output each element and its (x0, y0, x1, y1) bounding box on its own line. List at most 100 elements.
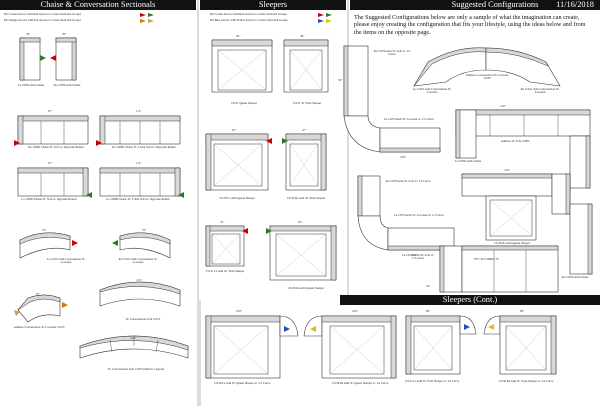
piece-sc2 (303, 315, 397, 379)
piece-c5 (17, 167, 92, 198)
dim-c10: 55" (36, 292, 41, 296)
label-c11: 3C Conversation Sofa 15105 (built in 2 p… (107, 367, 165, 371)
sl-blue-arrow-icon (318, 19, 324, 23)
config-g6 (455, 109, 591, 189)
dim-g-b: 120" (504, 168, 511, 172)
config-g11 (439, 203, 593, 293)
green-arrow-icon (112, 240, 118, 246)
label-g13: Rs-15050 Arm Chaise (561, 275, 589, 279)
label-g6: Armless 3C Sofa 15083 (500, 139, 530, 143)
dim-s2: 48" (300, 34, 305, 38)
label-c3: Rs-15090 Chaise 3C Sofa w/ Opposite Retu… (28, 145, 84, 149)
header-date: 11/16/2018 (556, 0, 594, 9)
header-suggested: Suggested Configurations 11/16/2018 (350, 0, 600, 10)
piece-c2 (50, 37, 77, 81)
dim-sc3: 80" (426, 309, 431, 313)
green-arrow-icon (86, 192, 92, 198)
red-arrow-icon (50, 55, 56, 61)
label-c10: Armless Conversation 3C Loveseat 15103 (13, 325, 65, 329)
dim-s6: 65" (298, 220, 303, 224)
green-arrow-icon (266, 228, 272, 234)
piece-s4 (282, 133, 327, 191)
red-arrow-icon (266, 138, 272, 144)
label-s3: 15176 Ls Arm Queen Sleeper (219, 196, 255, 200)
label-s2: 15121 3C Twin Sleeper (292, 101, 322, 105)
label-c5: Ls-15090 Chaise 3C Sofa w/ Opposite Retu… (21, 197, 77, 201)
config-g8 (357, 175, 455, 251)
dim-s4: 47" (302, 128, 307, 132)
piece-c6 (99, 167, 184, 198)
piece-c7 (19, 232, 78, 259)
piece-s6 (266, 225, 337, 281)
sl-red-arrow-icon (318, 13, 324, 17)
tan-arrow-icon (148, 19, 154, 23)
orange-arrow-icon (62, 302, 68, 308)
label-c4: Rs-15080 Chaise 3C 4 Seat Sofa w/ Opposi… (112, 145, 176, 149)
legend-orange: Pie Orange Arrows with Tan Arrows to Cre… (4, 18, 81, 22)
config-g1 (343, 45, 441, 153)
red-arrow-icon (140, 13, 146, 17)
piece-c4 (96, 115, 181, 146)
dim-c9: 115" (136, 278, 142, 282)
red-arrow-icon (14, 140, 20, 146)
label-s6: 15136 Rs Arm Queen Sleeper (288, 286, 324, 290)
piece-sc4 (483, 315, 557, 375)
piece-sc3 (405, 315, 477, 375)
header-suggested-title: Suggested Configurations (451, 0, 539, 9)
red-arrow-icon (96, 140, 102, 146)
label-sc3: 15141 Ls Arm 3C Twin Sleeper w/ 1/2 Curv… (404, 379, 460, 383)
green-arrow-icon (148, 13, 154, 17)
label-c1: Ls-15050 Arm Chaise (17, 83, 45, 87)
dim-c5: 97" (48, 161, 53, 165)
dim-g-f: 30" (338, 78, 343, 82)
piece-c3 (14, 115, 89, 146)
green-arrow-icon (178, 192, 184, 198)
red-arrow-icon (242, 228, 248, 234)
header-chaise: Chaise & Conversation Sectionals (0, 0, 196, 10)
label-sc2: 15136 Rs Arm 3C Queen Sleeper w/ 1/2 Cur… (331, 381, 389, 385)
orange-arrow-icon (140, 19, 146, 23)
label-g1: Rs-15076 Arm 3C Sofa w/ 1/2 Curve (373, 49, 411, 57)
dim-g-c: 100" (400, 155, 407, 159)
label-sc1: 15136 Ls Arm 3C Queen Sleeper w/ 1/2 Cur… (213, 381, 271, 385)
sl-green-arrow-icon (326, 13, 332, 17)
legend-sl-blue: Pie Blue Arrows with Yellow Arrows to Cr… (210, 18, 288, 22)
tan-arrow-icon (14, 310, 20, 316)
label-g10: 15136 Rs Arm Queen Sleeper (494, 241, 530, 245)
piece-c11 (79, 335, 189, 359)
red-arrow-icon (72, 240, 78, 246)
dim-c6: 111" (136, 161, 142, 165)
piece-sc1 (205, 315, 299, 379)
label-c6: Ls-15080 Chaise 3C 4 Seat Sofa w/ Opposi… (106, 197, 170, 201)
piece-s5 (205, 225, 248, 267)
dim-s5: 47" (220, 220, 225, 224)
legend-sl-red: Pie Corner Arrows with Red Arrows to Cre… (210, 12, 287, 16)
piece-s2 (283, 39, 329, 93)
piece-c9 (99, 281, 181, 307)
label-c7: Ls-15101 Arm Conversation 3C Loveseat (46, 257, 86, 265)
label-g3: Ls-15101 Arm Conversation 3C Loveseat (412, 87, 452, 95)
label-g5: Rs-15101 Arm Conversation 3C Loveseat (520, 87, 560, 95)
label-g2: Ls-15074 Arm 3C Loveseat w/ 1/2 Curve (384, 117, 434, 121)
dim-g-a: 140" (500, 104, 507, 108)
piece-c8 (112, 232, 171, 259)
label-s5: 15131 Ls Arm 3C Twin Sleeper (205, 269, 245, 273)
dim-s1: 60" (236, 34, 241, 38)
dim-c7: 70" (42, 228, 47, 232)
legend-red: Pie Corner Arrows with Red Arrows to Cre… (4, 12, 81, 16)
dim-g-e: 115" (500, 294, 506, 298)
sl-yellow-arrow-icon (326, 19, 332, 23)
dim-sc2: 100" (352, 309, 359, 313)
dim-c2: 30" (62, 32, 67, 36)
label-g11: Ls-15101 Arm 3C Sofa w/ 1/2 Curve (402, 253, 434, 261)
piece-s3 (205, 133, 272, 191)
config-g3 (413, 47, 561, 87)
dim-c8: 70" (142, 228, 147, 232)
dim-g-g: 54" (426, 284, 431, 288)
blue-arrow-icon (284, 326, 290, 332)
blue-arrow-icon (464, 324, 470, 330)
label-c2: Rs-15050 Arm Chaise (53, 83, 81, 87)
header-sleepers: Sleepers (200, 0, 346, 10)
